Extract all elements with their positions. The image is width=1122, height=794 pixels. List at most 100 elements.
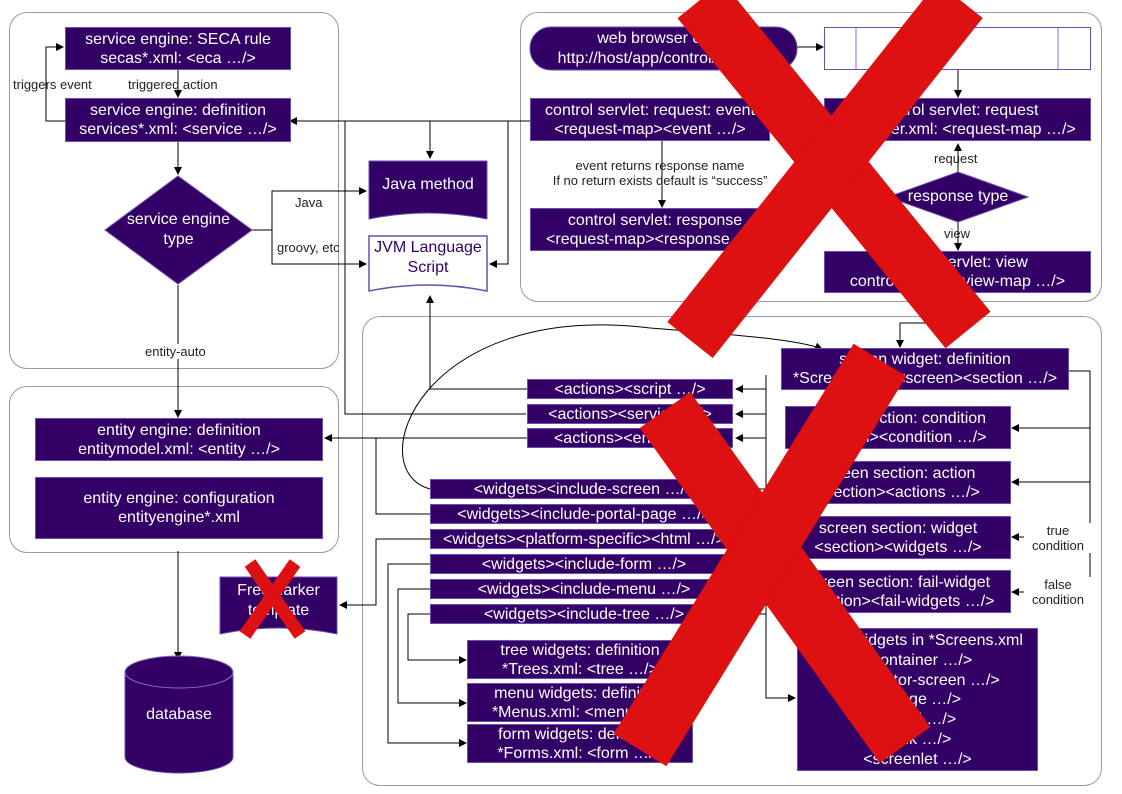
true-label-line2: condition — [1031, 538, 1085, 553]
response-line2: <request-map><response …/> — [546, 230, 764, 248]
form-line2: *Forms.xml: <form …/> — [497, 744, 663, 762]
service-def-box: service engine: definition services*.xml… — [65, 98, 291, 142]
true-label-line1: true — [1046, 523, 1070, 538]
freemarker-doc: FreeMarker template — [220, 581, 337, 621]
widget-line1: screen section: widget — [818, 519, 978, 537]
actions-service-box: <actions><service …/> — [527, 404, 733, 424]
java-method-doc: Java method — [382, 176, 474, 193]
servlet-container-box: servlet container web.xml: <servlet …/> — [824, 27, 1091, 70]
fail-widget-line1: screen section: fail-widget — [805, 573, 991, 591]
freemarker-line2: template — [247, 602, 310, 619]
browser-line2: http://host/app/control/request — [557, 50, 770, 67]
request-label: request — [934, 151, 978, 166]
widgets-include-screen-box: <widgets><include-screen …/> — [430, 479, 738, 499]
response-type-diamond: response type — [907, 188, 1009, 205]
triggers-event-label: triggers event — [13, 77, 92, 92]
entity-config-line1: entity engine: configuration — [83, 490, 275, 507]
widgets-include-form-box: <widgets><include-form …/> — [430, 554, 738, 574]
control-response-box: control servlet: response <request-map><… — [530, 208, 780, 251]
screen-def-box: screen widget: definition *Screens.xml: … — [781, 348, 1069, 390]
view-line2: controller.xml: <view-map …/> — [849, 273, 1066, 290]
other-line4: <image …/> — [873, 691, 962, 709]
section-widget-box: screen section: widget <section><widgets… — [785, 516, 1011, 559]
control-request-event-box: control servlet: request: event <request… — [530, 98, 770, 141]
servlet-container-line1: servlet container — [898, 30, 1017, 48]
entity-def-line2: entitymodel.xml: <entity …/> — [78, 440, 280, 458]
service-type-line1: service engine — [126, 211, 231, 228]
true-condition-label: true condition — [1024, 523, 1092, 553]
view-line1: control servlet: view — [887, 254, 1028, 271]
menu-line1: menu widgets: definition — [494, 684, 666, 702]
service-type-line2: type — [163, 231, 194, 248]
servlet-container-line2: web.xml: <servlet …/> — [878, 49, 1037, 67]
widgets-include-portal-page-box: <widgets><include-portal-page …/> — [430, 504, 738, 524]
triggered-action-label: triggered action — [128, 77, 218, 92]
service-seca-line2: secas*.xml: <eca …/> — [100, 49, 256, 67]
other-widgets-box: other widgets in *Screens.xml <container… — [797, 628, 1038, 771]
freemarker-line1: FreeMarker — [237, 582, 320, 599]
entity-config-line2: entityengine*.xml — [118, 509, 240, 526]
event-note-line1: event returns response name — [575, 158, 745, 173]
false-label-line1: false — [1044, 577, 1072, 592]
other-line7: <screenlet …/> — [863, 750, 972, 768]
control-request-map-box: control servlet: request controller.xml:… — [824, 98, 1091, 141]
widgets-include-menu-box: <widgets><include-menu …/> — [430, 579, 738, 599]
widgets-include-tree-box: <widgets><include-tree …/> — [430, 604, 738, 624]
widgets-platform-specific-box: <widgets><platform-specific><html …/> — [430, 529, 738, 549]
control-view-box: control servlet: view controller.xml: <v… — [824, 251, 1091, 293]
other-line5: <label …/> — [878, 711, 957, 729]
jvm-script-line2: Script — [407, 259, 449, 276]
form-widgets-box: form widgets: definition *Forms.xml: <fo… — [467, 724, 693, 763]
entity-def-box: entity engine: definition entitymodel.xm… — [35, 418, 323, 461]
view-label: view — [944, 226, 971, 241]
screen-def-line2: *Screens.xml: <screen><section …/> — [792, 370, 1058, 387]
menu-line2: *Menus.xml: <menu …/> — [491, 703, 669, 721]
response-line1: control servlet: response — [567, 211, 743, 229]
service-def-line2: services*.xml: <service …/> — [79, 121, 277, 138]
tree-widgets-box: tree widgets: definition *Trees.xml: <tr… — [467, 640, 693, 679]
section-fail-widget-box: screen section: fail-widget <section><fa… — [785, 570, 1011, 613]
condition-line1: screen section: condition — [809, 409, 987, 427]
service-def-line1: service engine: definition — [89, 102, 267, 119]
action-line1: screen section: action — [820, 464, 976, 482]
browser-line1: web browser client — [597, 30, 730, 47]
web-browser-client: web browser client http://host/app/contr… — [530, 29, 797, 69]
groovy-label: groovy, etc — [277, 240, 340, 255]
other-line6: <link …/> — [883, 730, 952, 748]
event-note: event returns response name If no return… — [540, 158, 780, 188]
false-label-line2: condition — [1031, 592, 1085, 607]
menu-widgets-box: menu widgets: definition *Menus.xml: <me… — [467, 683, 693, 722]
screen-def-line1: screen widget: definition — [839, 351, 1011, 368]
tree-line2: *Trees.xml: <tree …/> — [502, 660, 658, 678]
condition-line2: <section><condition …/> — [809, 428, 987, 446]
actions-script-box: <actions><script …/> — [527, 379, 733, 399]
fail-widget-line2: <section><fail-widgets …/> — [801, 592, 995, 610]
request-map-line1: control servlet: request — [876, 101, 1039, 119]
actions-entity-box: <actions><entity-…/> — [527, 428, 733, 448]
request-map-line2: controller.xml: <request-map …/> — [839, 120, 1076, 138]
database-cylinder: database — [146, 706, 212, 723]
entity-def-line1: entity engine: definition — [97, 421, 261, 439]
request-event-line2: <request-map><event …/> — [554, 120, 746, 138]
entity-config-box: entity engine: configuration entityengin… — [35, 477, 323, 539]
entity-auto-label: entity-auto — [145, 344, 206, 359]
jvm-script-doc: JVM Language Script — [369, 238, 487, 278]
widget-line2: <section><widgets …/> — [814, 538, 982, 556]
java-label: Java — [295, 195, 323, 210]
service-seca-line1: service engine: SECA rule — [85, 30, 271, 48]
tree-line1: tree widgets: definition — [500, 641, 660, 659]
service-seca-box: service engine: SECA rule secas*.xml: <e… — [65, 27, 291, 70]
section-condition-box: screen section: condition <section><cond… — [785, 406, 1011, 449]
section-action-box: screen section: action <section><actions… — [785, 461, 1011, 504]
request-event-line1: control servlet: request: event — [545, 101, 755, 119]
event-note-line2: If no return exists default is “success” — [552, 173, 768, 188]
action-line2: <section><actions …/> — [816, 483, 980, 501]
other-line2: <container …/> — [862, 651, 973, 669]
other-line1: other widgets in *Screens.xml — [812, 632, 1023, 649]
form-line1: form widgets: definition — [498, 725, 662, 743]
jvm-script-line1: JVM Language — [374, 239, 482, 256]
other-line3: <decorator-screen …/> — [835, 671, 1000, 689]
false-condition-label: false condition — [1024, 577, 1092, 607]
service-type-diamond: service engine type — [105, 210, 252, 250]
